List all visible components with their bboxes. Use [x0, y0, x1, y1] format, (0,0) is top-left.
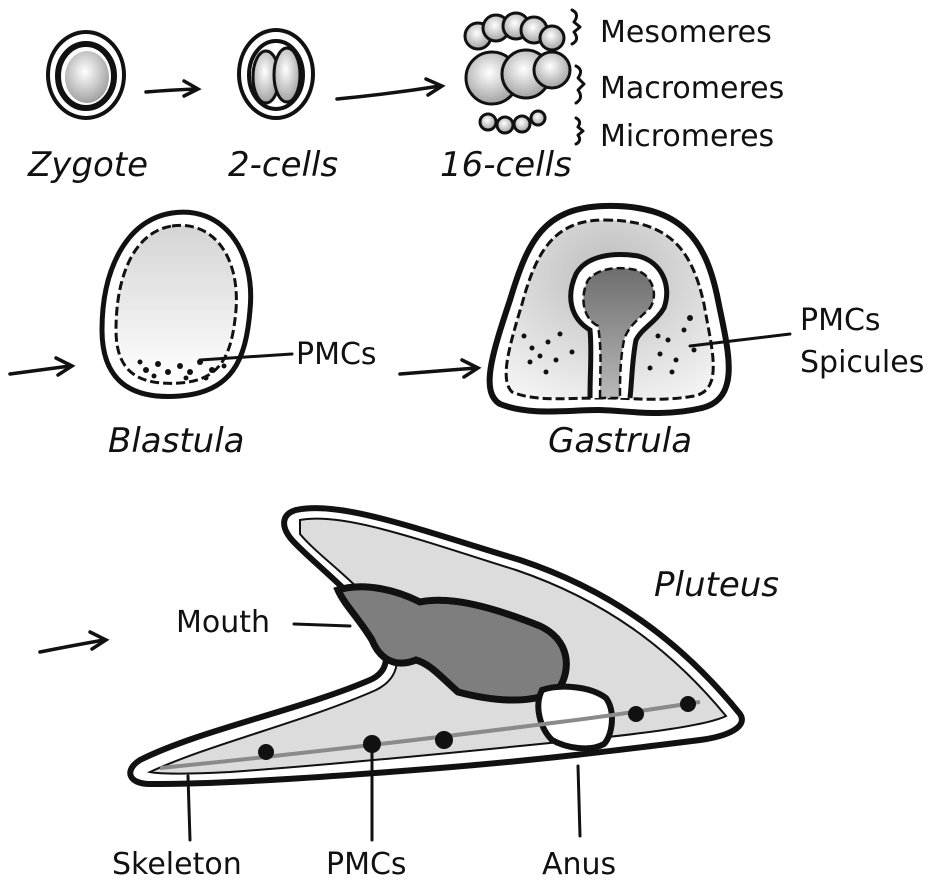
label-gastrula: Gastrula [548, 421, 692, 461]
arrow-blastula-to-gastrula [400, 368, 476, 374]
label-zygote: Zygote [27, 145, 148, 185]
label-anus: Anus [542, 847, 616, 882]
brace-mesomeres [572, 10, 580, 44]
arrow-2cells-to-16cells [337, 86, 440, 99]
two-cell-drawing [239, 30, 313, 118]
label-two-cells: 2-cells [228, 145, 338, 185]
leader-mouth [294, 624, 350, 626]
label-pluteus: Pluteus [654, 565, 779, 605]
label-mesomeres: Mesomeres [600, 15, 772, 50]
label-sixteen-cells: 16-cells [440, 145, 572, 185]
leader-anus [578, 766, 580, 836]
label-macromeres: Macromeres [600, 71, 784, 106]
pluteus-drawing [130, 508, 742, 784]
label-mouth: Mouth [176, 605, 270, 640]
sixteen-cell-drawing [465, 13, 570, 133]
label-blastula: Blastula [108, 421, 244, 461]
label-pluteus-pmcs: PMCs [326, 847, 407, 882]
leader-skeleton [188, 776, 190, 840]
label-gastrula-spicules: Spicules [800, 345, 924, 380]
label-micromeres: Micromeres [600, 119, 774, 154]
gastrula-drawing [490, 206, 729, 413]
label-blastula-pmcs: PMCs [296, 337, 377, 372]
label-skeleton: Skeleton [112, 847, 242, 882]
brace-macromeres [576, 66, 584, 103]
arrow-zygote-to-2cells [146, 89, 196, 92]
brace-micromeres [576, 118, 583, 144]
blastula-drawing [102, 212, 251, 396]
label-gastrula-pmcs: PMCs [800, 303, 881, 338]
zygote-drawing [48, 32, 124, 118]
